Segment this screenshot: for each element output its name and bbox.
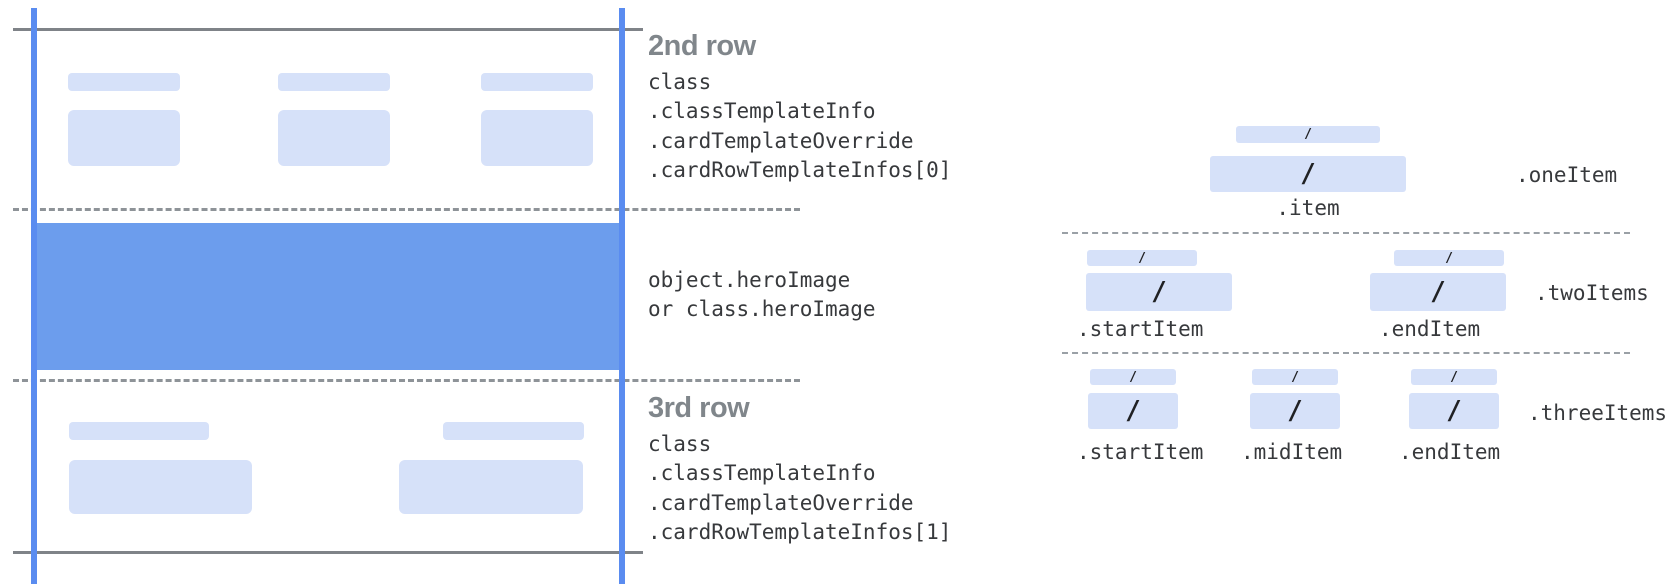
row2-col2-value-block [278,110,390,166]
three-items-mid-caption: .midItem [1241,440,1343,464]
three-items-start-label-bar: / [1090,369,1176,385]
row2-code-line-4: .cardRowTemplateInfos[0] [648,158,952,182]
row2-col2-label-bar [278,73,390,91]
two-items-start-value-bar: / [1086,273,1232,311]
three-items-start-caption: .startItem [1077,440,1204,464]
row3-heading: 3rd row [648,392,750,424]
bottom-boundary-line [13,551,643,554]
row2-col1-value-block [68,110,180,166]
two-items-end-value-bar: / [1370,273,1506,311]
one-item-value-bar: / [1210,156,1406,192]
row3-end-label-bar [443,422,584,440]
two-items-start-caption: .startItem [1077,317,1204,341]
two-items-group-label: .twoItems [1535,281,1649,305]
row3-end-value-block [399,460,583,514]
row2-heading: 2nd row [648,30,756,62]
row3-start-value-block [69,460,252,514]
hero-code-line-1: object.heroImage [648,268,851,292]
one-item-group-label: .oneItem [1516,163,1618,187]
row-divider-dashed-top [13,208,800,211]
legend-divider-1 [1062,232,1630,234]
hero-code-line-2: or class.heroImage [648,297,876,321]
one-item-label-bar: / [1236,126,1380,143]
hero-image-band [34,223,623,370]
row3-code-line-1: class [648,432,712,456]
one-item-caption: .item [1276,196,1340,220]
two-items-start-label-bar: / [1087,250,1197,266]
right-guide-line [619,8,625,584]
top-boundary-line [13,28,643,31]
row2-code-line-2: .classTemplateInfo [648,99,876,123]
row2-code-line-1: class [648,70,712,94]
row3-code-line-4: .cardRowTemplateInfos[1] [648,520,952,544]
three-items-end-caption: .endItem [1399,440,1501,464]
three-items-mid-value-bar: / [1250,393,1340,429]
row-divider-dashed-bottom [13,379,800,382]
row2-col1-label-bar [68,73,180,91]
three-items-end-value-bar: / [1409,393,1499,429]
row3-code-line-3: .cardTemplateOverride [648,491,914,515]
left-guide-line [31,8,37,584]
three-items-group-label: .threeItems [1528,401,1668,425]
row2-code-line-3: .cardTemplateOverride [648,129,914,153]
row3-code-line-2: .classTemplateInfo [648,461,876,485]
row3-start-label-bar [69,422,209,440]
three-items-mid-label-bar: / [1252,369,1338,385]
three-items-start-value-bar: / [1088,393,1178,429]
row2-col3-label-bar [481,73,593,91]
two-items-end-label-bar: / [1394,250,1504,266]
row2-col3-value-block [481,110,593,166]
legend-divider-2 [1062,352,1630,354]
two-items-end-caption: .endItem [1379,317,1481,341]
three-items-end-label-bar: / [1411,369,1497,385]
